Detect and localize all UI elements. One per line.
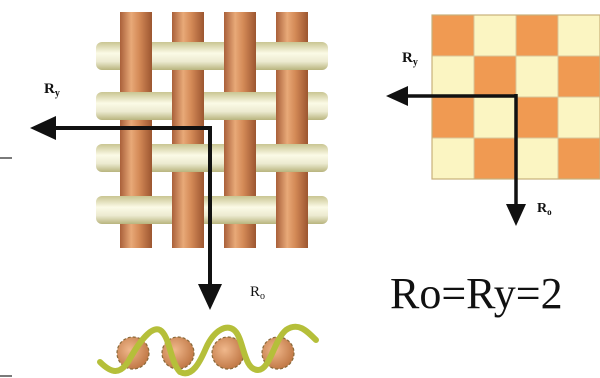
- grid-cell: [516, 138, 558, 179]
- grid-cell: [558, 97, 600, 138]
- grid-cell: [516, 56, 558, 97]
- weft-repeat-arrowhead: [30, 116, 56, 140]
- warp-over-weft: [172, 90, 204, 122]
- repeat-equation: Ro=Ry=2: [390, 269, 563, 318]
- grid-cell: [516, 97, 558, 138]
- weft-thread: [96, 42, 328, 70]
- grid-weft-repeat-label: Ry: [402, 50, 418, 68]
- grid-warp-repeat-arrowhead: [506, 204, 526, 226]
- grid-cell: [558, 56, 600, 97]
- weft-wave: [97, 323, 319, 377]
- warp-over-weft: [120, 142, 152, 174]
- grid-cell: [474, 97, 516, 138]
- grid-cell: [558, 138, 600, 179]
- weave-cross-section: [97, 323, 319, 377]
- grid-cell: [432, 97, 474, 138]
- grid-cell: [432, 15, 474, 56]
- grid-warp-repeat-label: Ro: [537, 201, 552, 217]
- grid-cell: [558, 15, 600, 56]
- warp-over-weft: [172, 194, 204, 226]
- grid-cell: [432, 56, 474, 97]
- warp-over-weft: [224, 142, 256, 174]
- woven-fabric: Ry Ro: [30, 12, 328, 310]
- grid-cell: [474, 15, 516, 56]
- grid-weft-repeat-arrowhead: [386, 86, 408, 106]
- weave-pattern-grid: [431, 14, 600, 180]
- grid-cell: [432, 138, 474, 179]
- warp-over-weft: [276, 194, 308, 226]
- grid-cell: [516, 15, 558, 56]
- warp-over-weft: [120, 40, 152, 72]
- weft-repeat-label: Ry: [44, 81, 60, 99]
- warp-repeat-arrowhead: [198, 284, 222, 310]
- weft-thread: [96, 92, 328, 120]
- grid-cell: [474, 56, 516, 97]
- warp-over-weft: [276, 90, 308, 122]
- warp-repeat-label: Ro: [250, 284, 265, 302]
- grid-cell: [474, 138, 516, 179]
- warp-over-weft: [224, 40, 256, 72]
